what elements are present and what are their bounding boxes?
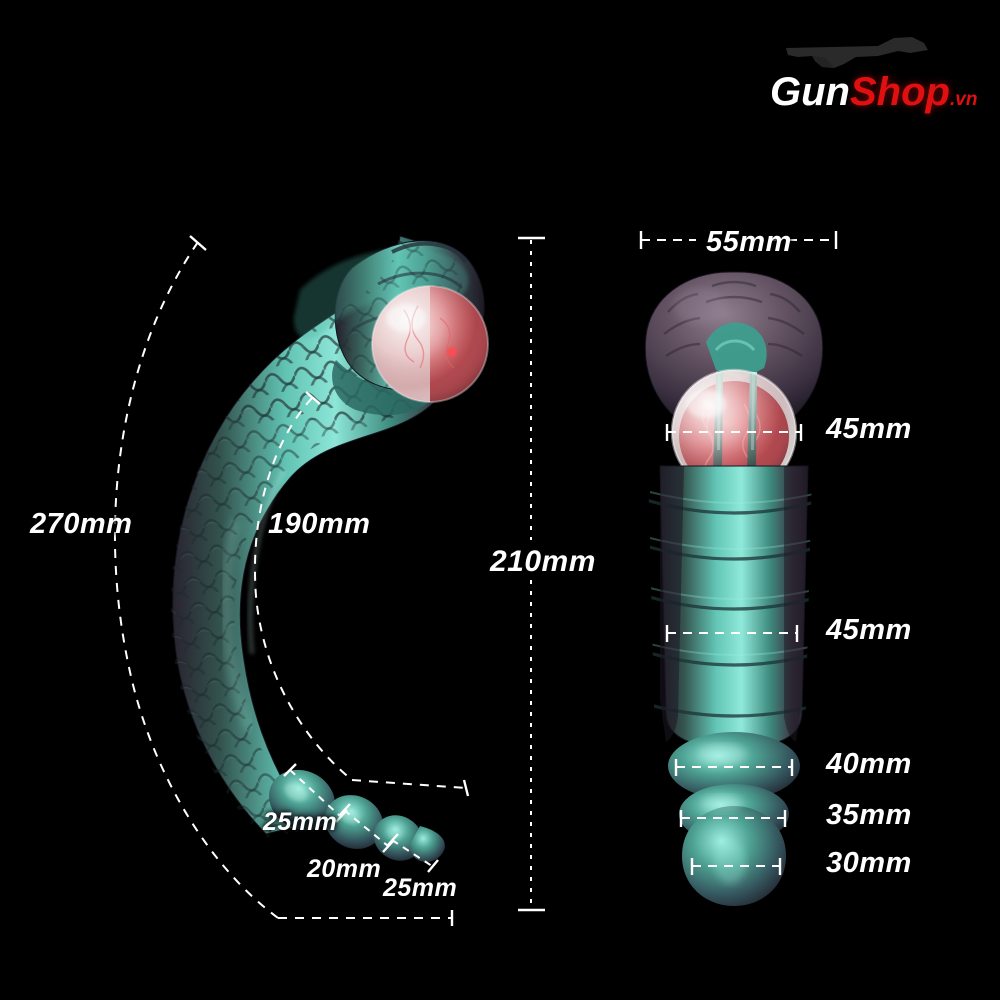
dimension-label-35mm: 35mm <box>826 799 912 831</box>
dimension-label-40mm: 40mm <box>826 748 912 780</box>
watermark-logo: GunShop.vn <box>770 34 990 129</box>
logo-text-shop: Shop <box>849 70 950 114</box>
logo-text-gun: Gun <box>770 70 850 114</box>
dimension-label-30mm: 30mm <box>826 847 912 879</box>
cobra-mouth-ball <box>670 368 798 496</box>
dimension-label-45mm-ball: 45mm <box>826 413 912 445</box>
cobra-beads <box>668 732 800 906</box>
dimension-label-210mm: 210mm <box>490 545 596 578</box>
left-product-ball <box>371 285 489 403</box>
dim-line-bead-20 <box>338 803 395 853</box>
dimension-label-190mm: 190mm <box>268 508 371 540</box>
logo-text-tld: .vn <box>949 89 978 110</box>
cobra-shaft <box>648 465 812 747</box>
dim-line-bead-25b <box>386 833 439 873</box>
dim-line-45mm-shaft <box>665 625 799 642</box>
dim-line-190mm <box>253 391 470 797</box>
dim-line-30mm <box>690 858 782 875</box>
dimension-label-bead-25b: 25mm <box>383 874 458 902</box>
dim-line-40mm <box>674 759 794 776</box>
dimension-label-bead-20: 20mm <box>307 855 382 883</box>
logo-wordmark: GunShop.vn <box>770 66 990 121</box>
dimension-label-bead-25a: 25mm <box>263 808 338 836</box>
product-curved-snake <box>170 235 489 863</box>
dim-line-35mm <box>679 810 787 827</box>
dimension-label-55mm: 55mm <box>706 226 792 258</box>
dimension-label-45mm-shaft: 45mm <box>826 614 912 646</box>
dim-line-45mm-ball <box>665 424 803 441</box>
dimension-label-270mm: 270mm <box>30 508 133 540</box>
product-cobra-front <box>644 271 824 906</box>
gun-silhouette-icon <box>786 37 928 68</box>
